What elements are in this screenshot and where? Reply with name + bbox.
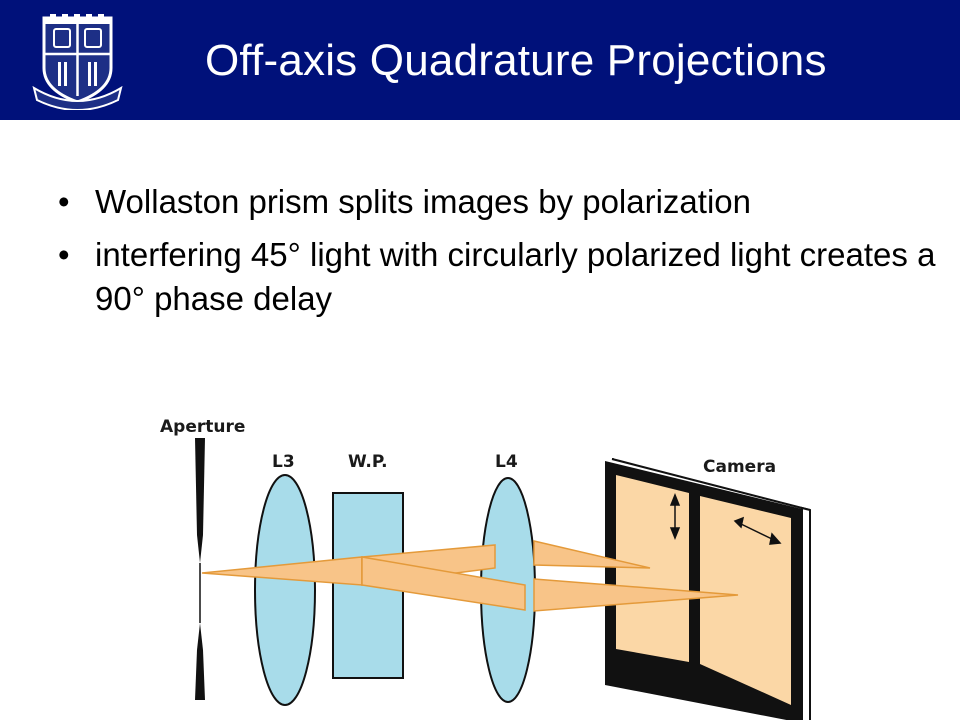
- camera-sensor-right: [700, 496, 791, 705]
- lens-l3: [254, 474, 316, 706]
- bullet-marker: •: [58, 236, 70, 273]
- camera-side: [801, 506, 811, 720]
- lens-l3-label: L3: [272, 452, 295, 472]
- vertical-polarization-arrow-icon: [669, 492, 681, 541]
- beam-upper-to-camera: [533, 540, 651, 569]
- optical-setup-diagram: Aperture L3 W.P. L4 Camera: [160, 417, 811, 720]
- shield-crest-icon: [32, 14, 123, 110]
- aperture-top-blade: [195, 438, 205, 563]
- slide-title: Off-axis Quadrature Projections: [205, 36, 827, 85]
- aperture-label: Aperture: [160, 417, 245, 437]
- bullet-text: Wollaston prism splits images by polariz…: [95, 183, 751, 220]
- title-bar: Off-axis Quadrature Projections: [0, 0, 960, 120]
- bullet-marker: •: [58, 183, 70, 220]
- beam-lower-to-camera: [533, 578, 739, 612]
- wollaston-label: W.P.: [348, 452, 388, 472]
- aperture-bottom-blade: [195, 623, 205, 700]
- beam-lower-split: [361, 556, 526, 611]
- bullet-item: • interfering 45° light with circularly …: [58, 233, 938, 321]
- camera-sensor-left: [616, 475, 689, 662]
- camera-label: Camera: [703, 457, 776, 477]
- lens-l4-label: L4: [495, 452, 518, 472]
- bullet-list: • Wollaston prism splits images by polar…: [58, 180, 938, 330]
- bullet-item: • Wollaston prism splits images by polar…: [58, 180, 938, 224]
- diagonal-polarization-arrow-icon: [733, 516, 782, 545]
- bullet-text: interfering 45° light with circularly po…: [95, 236, 936, 317]
